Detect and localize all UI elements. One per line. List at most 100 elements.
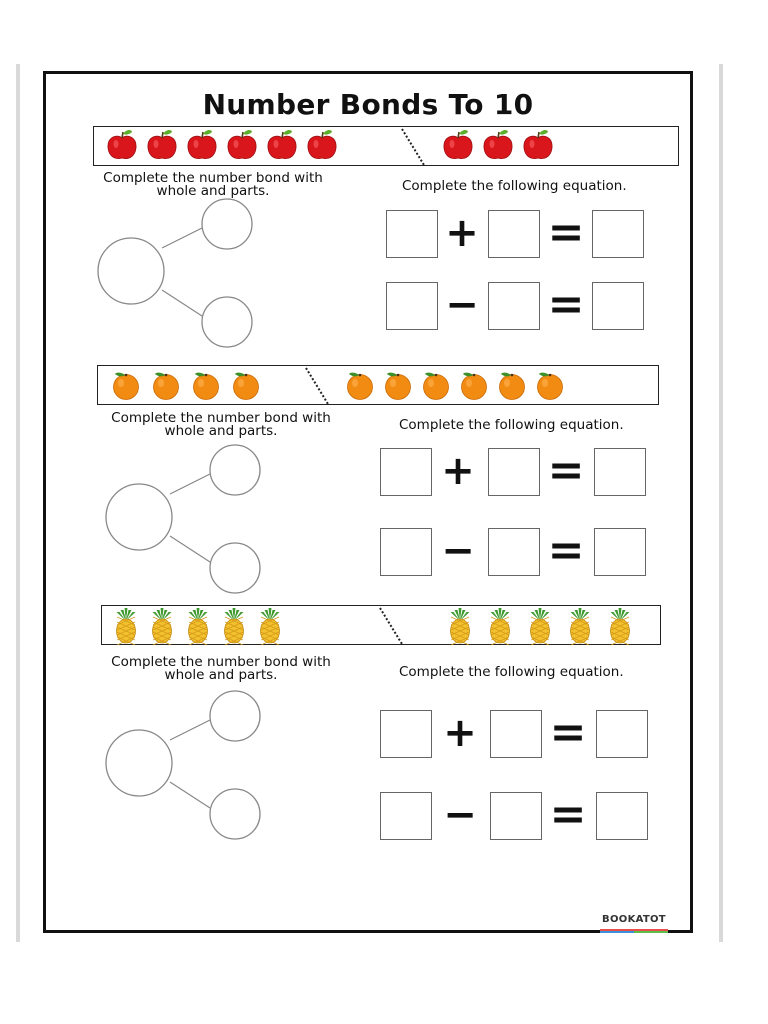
part-circle-top[interactable] xyxy=(209,690,261,742)
apple-icon xyxy=(307,130,337,159)
plus-sign: + xyxy=(443,710,477,756)
plus-sign: + xyxy=(441,448,475,494)
minuend-box[interactable] xyxy=(386,282,438,330)
orange-icon xyxy=(113,372,139,400)
pineapple-icon xyxy=(116,608,136,646)
pineapple-icon xyxy=(490,608,510,646)
part-circle-top[interactable] xyxy=(209,444,261,496)
subtrahend-box[interactable] xyxy=(488,282,540,330)
brand-logo: BOOKATOT xyxy=(594,910,674,934)
minus-sign: − xyxy=(441,528,475,574)
equation-caption: Complete the following equation. xyxy=(402,178,627,194)
orange-icon xyxy=(233,372,259,400)
fruit-strip-pineapples-art xyxy=(116,607,630,646)
brand-logo-text: BOOKATOT xyxy=(602,914,666,925)
bond-caption-line1: Complete the number bond with xyxy=(103,170,323,186)
addend-box-2[interactable] xyxy=(490,710,542,758)
apple-icon xyxy=(227,130,257,159)
fruit-strip-oranges-art xyxy=(113,367,563,405)
pineapple-icon xyxy=(450,608,470,646)
pineapple-icon xyxy=(530,608,550,646)
subtraction-equation: − = xyxy=(386,282,656,332)
brand-logo-art xyxy=(600,929,668,933)
bond-caption: Complete the number bond with whole and … xyxy=(86,654,356,683)
number-bond-art xyxy=(97,198,253,348)
minuend-box[interactable] xyxy=(380,792,432,840)
difference-box[interactable] xyxy=(592,282,644,330)
pineapple-icon xyxy=(260,608,280,646)
sum-box[interactable] xyxy=(596,710,648,758)
bond-caption: Complete the number bond with whole and … xyxy=(86,410,356,439)
difference-box[interactable] xyxy=(596,792,648,840)
equals-sign: = xyxy=(547,445,585,496)
addition-equation: + = xyxy=(380,710,650,760)
equals-sign: = xyxy=(547,525,585,576)
part-circle-bottom[interactable] xyxy=(209,542,261,594)
sum-box[interactable] xyxy=(592,210,644,258)
bond-caption-line1: Complete the number bond with xyxy=(111,654,331,670)
page-shadow-right xyxy=(719,64,723,942)
part-circle-bottom[interactable] xyxy=(209,788,261,840)
bond-caption-line2: whole and parts. xyxy=(164,423,278,439)
subtrahend-box[interactable] xyxy=(490,792,542,840)
bond-caption-line1: Complete the number bond with xyxy=(111,410,331,426)
plus-sign: + xyxy=(445,210,479,256)
pineapple-icon xyxy=(610,608,630,646)
minus-sign: − xyxy=(445,282,479,328)
addition-equation: + = xyxy=(386,210,656,260)
subtraction-equation: − = xyxy=(380,528,650,578)
whole-circle[interactable] xyxy=(105,483,173,551)
orange-icon xyxy=(461,372,487,400)
addend-box-1[interactable] xyxy=(380,710,432,758)
fruit-strip-oranges xyxy=(97,365,659,405)
sum-box[interactable] xyxy=(594,448,646,496)
difference-box[interactable] xyxy=(594,528,646,576)
pineapple-icon xyxy=(224,608,244,646)
subtrahend-box[interactable] xyxy=(488,528,540,576)
apple-icon xyxy=(107,130,137,159)
equation-caption: Complete the following equation. xyxy=(399,417,624,433)
apple-icon xyxy=(147,130,177,159)
pineapple-icon xyxy=(152,608,172,646)
worksheet-title: Number Bonds To 10 xyxy=(202,88,534,121)
orange-icon xyxy=(153,372,179,400)
addend-box-2[interactable] xyxy=(488,448,540,496)
dotted-divider xyxy=(379,607,403,645)
orange-icon xyxy=(423,372,449,400)
page-shadow-left xyxy=(16,64,20,942)
orange-icon xyxy=(537,372,563,400)
number-bond-diagram xyxy=(102,690,282,840)
bond-caption-line2: whole and parts. xyxy=(156,183,270,199)
number-bond-art xyxy=(105,690,261,840)
orange-icon xyxy=(499,372,525,400)
whole-circle[interactable] xyxy=(105,729,173,797)
apple-icon xyxy=(187,130,217,159)
fruit-strip-pineapples xyxy=(101,605,661,646)
addend-box-1[interactable] xyxy=(386,210,438,258)
fruit-strip-apples-art xyxy=(107,128,553,166)
equals-sign: = xyxy=(549,789,587,840)
equals-sign: = xyxy=(549,707,587,758)
fruit-strip-apples xyxy=(93,126,679,166)
worksheet-sheet: Number Bonds To 10 Complete the number b… xyxy=(43,71,693,933)
part-circle-bottom[interactable] xyxy=(201,296,253,348)
bond-caption-line2: whole and parts. xyxy=(164,667,278,683)
subtraction-equation: − = xyxy=(380,792,650,842)
apple-icon xyxy=(523,130,553,159)
number-bond-diagram xyxy=(94,198,274,348)
whole-circle[interactable] xyxy=(97,237,165,305)
apple-icon xyxy=(443,130,473,159)
minus-sign: − xyxy=(443,792,477,838)
dotted-divider xyxy=(401,128,425,166)
equals-sign: = xyxy=(547,279,585,330)
minuend-box[interactable] xyxy=(380,528,432,576)
pineapple-icon xyxy=(188,608,208,646)
dotted-divider xyxy=(305,367,329,405)
equals-sign: = xyxy=(547,207,585,258)
apple-icon xyxy=(483,130,513,159)
addend-box-2[interactable] xyxy=(488,210,540,258)
orange-icon xyxy=(347,372,373,400)
addition-equation: + = xyxy=(380,448,650,498)
addend-box-1[interactable] xyxy=(380,448,432,496)
part-circle-top[interactable] xyxy=(201,198,253,250)
